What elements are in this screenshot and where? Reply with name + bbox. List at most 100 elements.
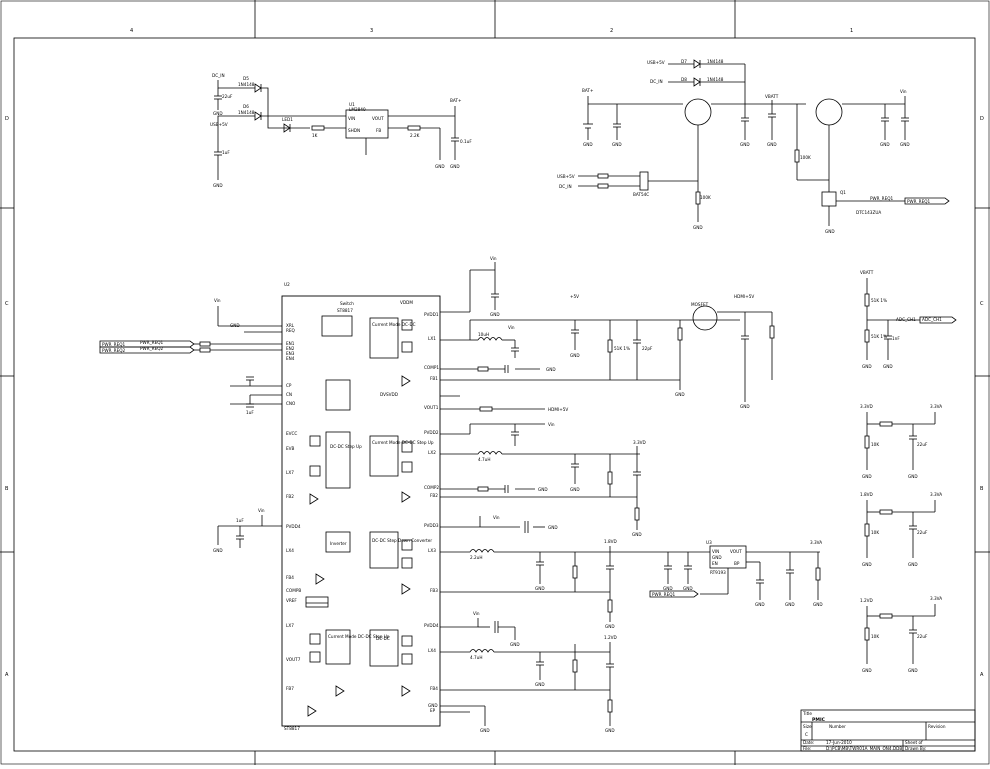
zone-row-d-right: D <box>980 116 984 122</box>
gnd-8: GND <box>767 142 777 147</box>
pin-vout7: VOUT7 <box>286 657 301 662</box>
pin-evb: EVB <box>286 446 295 451</box>
drawn-label: Drawn By: <box>905 746 926 751</box>
v33-filter-label: 3.3VD <box>860 404 873 409</box>
dcin-label-2: DC_IN <box>559 184 572 189</box>
pwr-req1-left: PWR_REQ1 <box>102 342 126 347</box>
batt-label-2: BAT+ <box>582 88 594 93</box>
number-label: Number <box>829 724 846 729</box>
pin-evcc: EVCC <box>286 431 297 436</box>
gnd-adc-1: GND <box>862 364 872 369</box>
zone-row-a-left: A <box>5 672 9 678</box>
pin-pvdd3: PVDD3 <box>424 523 439 528</box>
gnd-r7: GND <box>538 487 548 492</box>
pin-vref: VREF <box>286 598 297 603</box>
gnd-f6: GND <box>908 668 918 673</box>
res-f1: 10K <box>871 442 879 447</box>
u1-ref: U1 <box>349 102 355 107</box>
d7-part: 1N4148 <box>707 59 724 64</box>
gnd-r2: GND <box>546 367 556 372</box>
vin-rail-5: Vin <box>473 611 480 616</box>
gnd-r17: GND <box>510 642 520 647</box>
v33-label: 3.3VD <box>633 440 646 445</box>
cap-1uf-left-2: 1uF <box>236 518 244 523</box>
block-step-up-1: DC-DC Step Up <box>330 444 362 449</box>
vin-label-top: Vin <box>900 89 907 94</box>
gnd-12: GND <box>825 229 835 234</box>
ind-1: 10uH <box>478 332 489 337</box>
d6-part: 1N4148 <box>238 110 255 115</box>
led-ref: LED1 <box>282 117 293 122</box>
u1-pin-vin: VIN <box>348 116 355 121</box>
pmic-main-ic: U2 Switch ST8817 ST8817 <box>281 282 441 731</box>
pin-cp: CP <box>286 383 292 388</box>
u2-sub: Switch <box>340 301 354 306</box>
pwr-req1-ldo: PWR_REQ1 <box>652 592 676 597</box>
gnd-1: GND <box>213 111 223 116</box>
block-cm-dcdc-1: Current Mode DC-DC <box>372 322 416 327</box>
rail-vout-label: +5V <box>570 294 579 299</box>
gnd-9: GND <box>880 142 890 147</box>
top-dcin-label: DC_IN <box>650 79 663 84</box>
gnd-r11: GND <box>605 624 615 629</box>
gnd-f2: GND <box>908 474 918 479</box>
gnd-r16: GND <box>813 602 823 607</box>
v12-label: 1.2VD <box>604 635 617 640</box>
pin-ep: EP <box>430 708 436 713</box>
revision-label: Revision <box>928 724 946 729</box>
input-power-section: DC_IN USB+5V D5 1N4148 D6 <box>210 73 472 188</box>
pwr-req1-net-left: PWR_REQ1 <box>140 340 164 345</box>
v18-label: 1.8VD <box>604 539 617 544</box>
pin-fb4: FB4 <box>430 686 438 691</box>
pin-comp2: COMP2 <box>424 485 439 490</box>
inner-border <box>13 37 976 752</box>
res-value-2: 2.2K <box>410 133 420 138</box>
pin-gnd: GND <box>428 703 438 708</box>
pin-fb7: FB7 <box>286 686 294 691</box>
pin-xrl: XRL <box>286 323 295 328</box>
zone-col-1: 1 <box>850 28 853 34</box>
u1-pin-fb: FB <box>376 128 381 133</box>
gnd-adc-2: GND <box>883 364 893 369</box>
gnd-4: GND <box>450 164 460 169</box>
vin-rail-4: Vin <box>493 515 500 520</box>
gnd-f1: GND <box>862 474 872 479</box>
v3va-filter-label-2: 3.3VA <box>930 492 942 497</box>
pin-lx7b: LX7 <box>286 623 294 628</box>
pin-req: REQ <box>286 328 296 333</box>
u3-pin-vout: VOUT <box>730 549 742 554</box>
zone-row-b-left: B <box>5 486 9 492</box>
gnd-r10: GND <box>535 586 545 591</box>
block-cm-dcdc-2: Current Mode DC-DC Step Up <box>372 440 434 445</box>
title-label: Title <box>802 711 812 716</box>
gnd-r20: GND <box>480 728 490 733</box>
pwr-req1-port: PWR_REQ1 <box>907 199 931 204</box>
title-block: Title PMIC Size C Number Revision Date: … <box>800 709 976 752</box>
date-label: Date: <box>803 740 814 745</box>
zone-row-c-left: C <box>5 301 9 307</box>
res-f3: 10K <box>871 634 879 639</box>
u1-part: LM2840 <box>349 107 366 112</box>
pin-vddm: VDDM <box>400 300 413 305</box>
d8-ref: D8 <box>681 77 687 82</box>
cap-f3: 22uF <box>917 634 928 639</box>
gnd-f4: GND <box>908 562 918 567</box>
gnd-r19: GND <box>605 728 615 733</box>
pin-en3: EN3 <box>286 351 295 356</box>
size-label: Size <box>803 724 812 729</box>
zone-col-4: 4 <box>130 28 133 34</box>
u2-ref: U2 <box>284 282 290 287</box>
pin-lx7a: LX7 <box>286 470 294 475</box>
res-100k-1: 100K <box>700 195 711 200</box>
hdmi-label: HDMI+5V <box>734 294 754 299</box>
gnd-6: GND <box>612 142 622 147</box>
gnd-10: GND <box>900 142 910 147</box>
u3-pin-vin: VIN <box>712 549 719 554</box>
usb5v-label-2: USB+5V <box>557 174 575 179</box>
pin-en2: EN2 <box>286 346 295 351</box>
cap-value-2: 22uF <box>222 94 233 99</box>
gnd-r13: GND <box>683 586 693 591</box>
pin-pvdd1: PVDD1 <box>424 312 439 317</box>
net-usb5v-label: USB+5V <box>210 122 228 127</box>
